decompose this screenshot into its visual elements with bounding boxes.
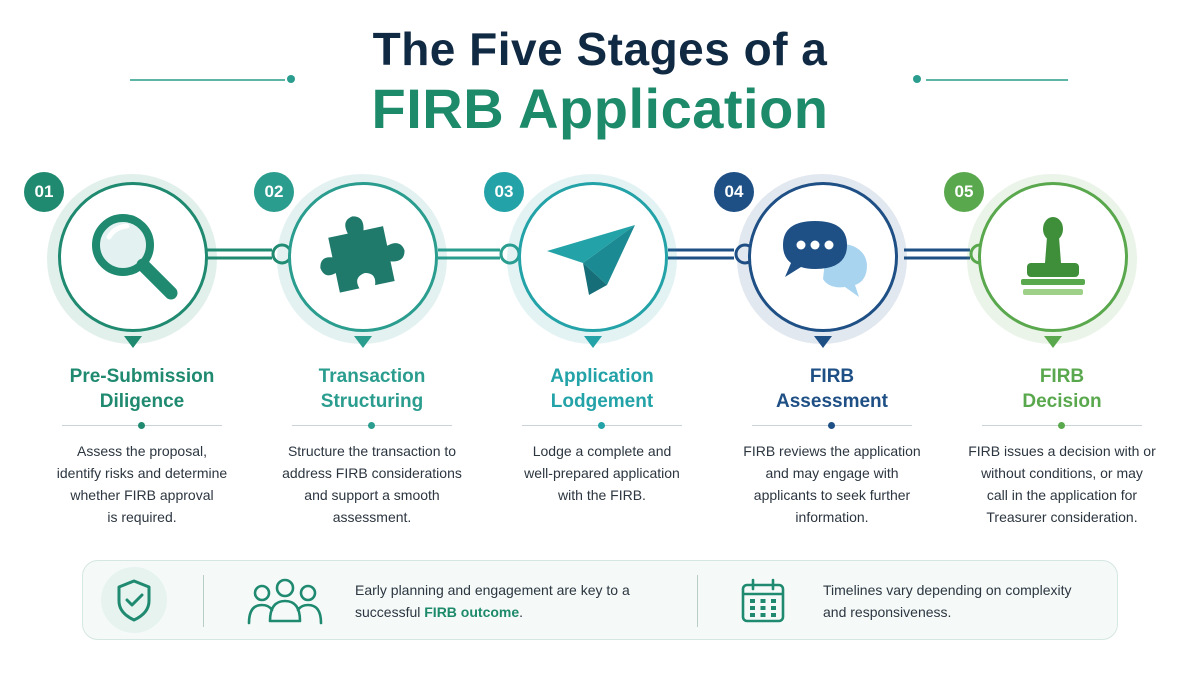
puzzle-piece-icon bbox=[320, 216, 405, 293]
stage-2-title-line-2: Structuring bbox=[320, 391, 424, 412]
stage-3-desc-line: well-prepared application bbox=[524, 465, 680, 481]
stage-3-pointer bbox=[584, 336, 602, 348]
stage-4-desc-line: and may engage with bbox=[765, 465, 899, 481]
footer-note-timelines: Timelines vary depending on complexity a… bbox=[823, 579, 1103, 623]
stage-4-desc-line: applicants to seek further bbox=[753, 487, 911, 503]
stage-3-title: Application Lodgement bbox=[484, 364, 720, 414]
stage-1-desc-line: is required. bbox=[107, 509, 177, 525]
footer-separator-2 bbox=[697, 575, 698, 627]
footer-note-timelines-line-1: Timelines vary depending on complexity bbox=[823, 582, 1072, 598]
stage-4-divider-dot bbox=[828, 422, 835, 429]
stage-5-description: FIRB issues a decision with or without c… bbox=[948, 440, 1176, 528]
stage-1-divider-dot bbox=[138, 422, 145, 429]
stage-3: 03 Application Lodgement Lodge a complet… bbox=[484, 160, 720, 560]
stage-4-ring bbox=[748, 182, 898, 332]
footer-note-planning: Early planning and engagement are key to… bbox=[355, 579, 715, 623]
shield-check-icon bbox=[117, 579, 151, 622]
stage-1-ring bbox=[58, 182, 208, 332]
stage-1-pointer bbox=[124, 336, 142, 348]
people-group-icon bbox=[247, 578, 323, 625]
footer-note-planning-line-1: Early planning and engagement are key to… bbox=[355, 582, 630, 598]
stage-5-pointer bbox=[1044, 336, 1062, 348]
stage-2-desc-line: Structure the transaction to bbox=[287, 443, 457, 459]
stage-3-divider-dot bbox=[598, 422, 605, 429]
stage-1-description: Assess the proposal, identify risks and … bbox=[28, 440, 256, 528]
stage-1-number-badge: 01 bbox=[24, 172, 64, 212]
magnifying-glass-icon bbox=[92, 214, 178, 300]
stage-5: 05 FIRB Decision FIRB issues a decision … bbox=[944, 160, 1180, 560]
stage-2-desc-line: assessment. bbox=[332, 509, 412, 525]
stage-5-desc-line: Treasurer consideration. bbox=[986, 509, 1138, 525]
stage-2-number-badge: 02 bbox=[254, 172, 294, 212]
stage-5-divider-dot bbox=[1058, 422, 1065, 429]
stage-4-title-line-1: FIRB bbox=[809, 366, 855, 387]
stage-5-desc-line: without conditions, or may bbox=[981, 465, 1143, 481]
stage-2-divider-dot bbox=[368, 422, 375, 429]
stage-4-desc-line: information. bbox=[795, 509, 869, 525]
stage-2-ring bbox=[288, 182, 438, 332]
stage-2-title: Transaction Structuring bbox=[254, 364, 490, 414]
paper-plane-icon bbox=[547, 225, 635, 295]
footer-note-timelines-line-2: and responsiveness. bbox=[823, 604, 952, 620]
stage-3-title-line-1: Application bbox=[550, 366, 654, 387]
footer-note-planning-prefix: successful bbox=[355, 604, 421, 620]
stage-1-desc-line: Assess the proposal, bbox=[77, 443, 207, 459]
stage-3-title-line-2: Lodgement bbox=[550, 391, 654, 412]
chat-bubbles-icon bbox=[783, 221, 867, 297]
stage-2-title-line-1: Transaction bbox=[318, 366, 426, 387]
stage-3-number-badge: 03 bbox=[484, 172, 524, 212]
shield-badge bbox=[101, 567, 167, 633]
footer-note-planning-suffix: . bbox=[519, 604, 524, 620]
stage-4: 04 FIRB Assessment FIRB reviews the appl… bbox=[714, 160, 950, 560]
stage-3-description: Lodge a complete and well-prepared appli… bbox=[488, 440, 716, 506]
stage-1: 01 Pre-Submission Diligence Assess the p… bbox=[24, 160, 260, 560]
title-decor-line-right bbox=[926, 79, 1068, 81]
stage-2: 02 Transaction Structuring Structure the… bbox=[254, 160, 490, 560]
footer-panel: Early planning and engagement are key to… bbox=[82, 560, 1118, 640]
stage-4-pointer bbox=[814, 336, 832, 348]
title-decor-dot-left bbox=[287, 75, 295, 83]
stage-4-description: FIRB reviews the application and may eng… bbox=[718, 440, 946, 528]
stage-4-title: FIRB Assessment bbox=[714, 364, 950, 414]
stage-2-desc-line: and support a smooth bbox=[304, 487, 440, 503]
stage-5-title-line-2: Decision bbox=[1022, 391, 1102, 412]
calendar-icon bbox=[741, 578, 785, 623]
stage-1-desc-line: identify risks and determine bbox=[56, 465, 228, 481]
stamp-icon bbox=[1021, 217, 1085, 295]
stage-4-desc-line: FIRB reviews the application bbox=[743, 443, 921, 459]
stage-1-title-line-2: Diligence bbox=[99, 391, 185, 412]
title-line-1: The Five Stages of a bbox=[372, 23, 828, 75]
connector-1-2 bbox=[206, 243, 293, 265]
stage-5-desc-line: FIRB issues a decision with or bbox=[968, 443, 1156, 459]
stage-3-desc-line: Lodge a complete and bbox=[532, 443, 672, 459]
footer-note-planning-line-2: successful FIRB outcome. bbox=[355, 601, 715, 623]
stage-2-pointer bbox=[354, 336, 372, 348]
title-decor-dot-right bbox=[913, 75, 921, 83]
title-line-2: FIRB Application bbox=[371, 77, 829, 140]
stage-5-title: FIRB Decision bbox=[944, 364, 1180, 414]
stage-3-desc-line: with the FIRB. bbox=[558, 487, 646, 503]
stage-5-number-badge: 05 bbox=[944, 172, 984, 212]
stage-2-desc-line: address FIRB considerations bbox=[282, 465, 462, 481]
footer-separator-1 bbox=[203, 575, 204, 627]
stage-2-description: Structure the transaction to address FIR… bbox=[258, 440, 486, 528]
stage-5-title-line-1: FIRB bbox=[1039, 366, 1085, 387]
stage-1-desc-line: whether FIRB approval bbox=[70, 487, 214, 503]
stage-1-title: Pre-Submission Diligence bbox=[24, 364, 260, 414]
footer-note-highlight: FIRB outcome bbox=[424, 604, 520, 620]
stage-1-title-line-1: Pre-Submission bbox=[69, 366, 215, 387]
stage-4-title-line-2: Assessment bbox=[776, 391, 888, 412]
stage-4-number-badge: 04 bbox=[714, 172, 754, 212]
stage-5-desc-line: call in the application for bbox=[986, 487, 1138, 503]
title-decor-line-left bbox=[130, 79, 285, 81]
